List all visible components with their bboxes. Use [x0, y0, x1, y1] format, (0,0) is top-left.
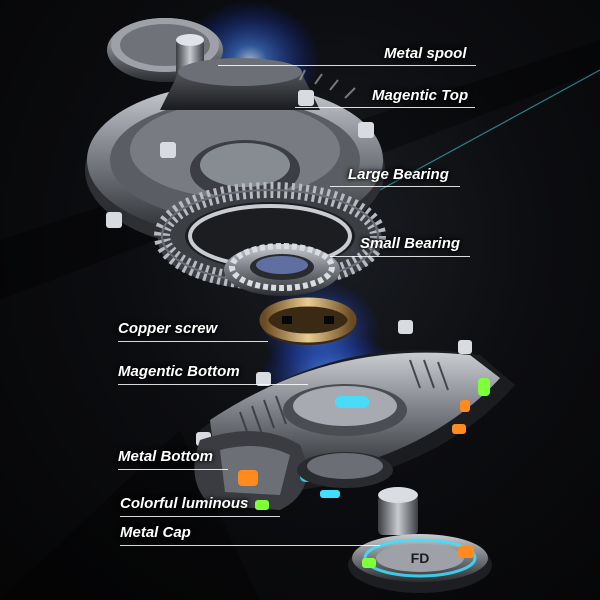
metal-cap-part: FD [348, 487, 492, 593]
leader-magnetic-top [295, 107, 475, 108]
leader-magnetic-bottom [118, 384, 308, 385]
leader-metal-spool [218, 65, 476, 66]
label-magnetic-top: Magentic Top [372, 87, 469, 104]
leader-metal-cap [120, 545, 380, 546]
colorful-luminous-part [255, 400, 470, 510]
label-small-bearing: Small Bearing [360, 235, 461, 252]
leader-large-bearing [330, 186, 460, 187]
label-large-bearing: Large Bearing [348, 166, 449, 183]
label-metal-bottom: Metal Bottom [118, 448, 213, 465]
leader-metal-bottom [118, 469, 228, 470]
leader-small-bearing [330, 256, 470, 257]
leader-copper-screw [118, 341, 268, 342]
label-metal-cap: Metal Cap [120, 524, 191, 541]
copper-screw-part [259, 297, 357, 345]
label-colorful-luminous: Colorful luminous [120, 495, 249, 512]
label-copper-screw: Copper screw [118, 320, 218, 337]
metal-bottom-part [194, 431, 393, 510]
cap-logo-text: FD [411, 550, 430, 566]
magnet-studs [106, 90, 374, 228]
label-magnetic-bottom: Magentic Bottom [118, 363, 240, 380]
label-metal-spool: Metal spool [384, 45, 467, 62]
leader-colorful-luminous [120, 516, 280, 517]
small-bearing-part [224, 243, 340, 296]
